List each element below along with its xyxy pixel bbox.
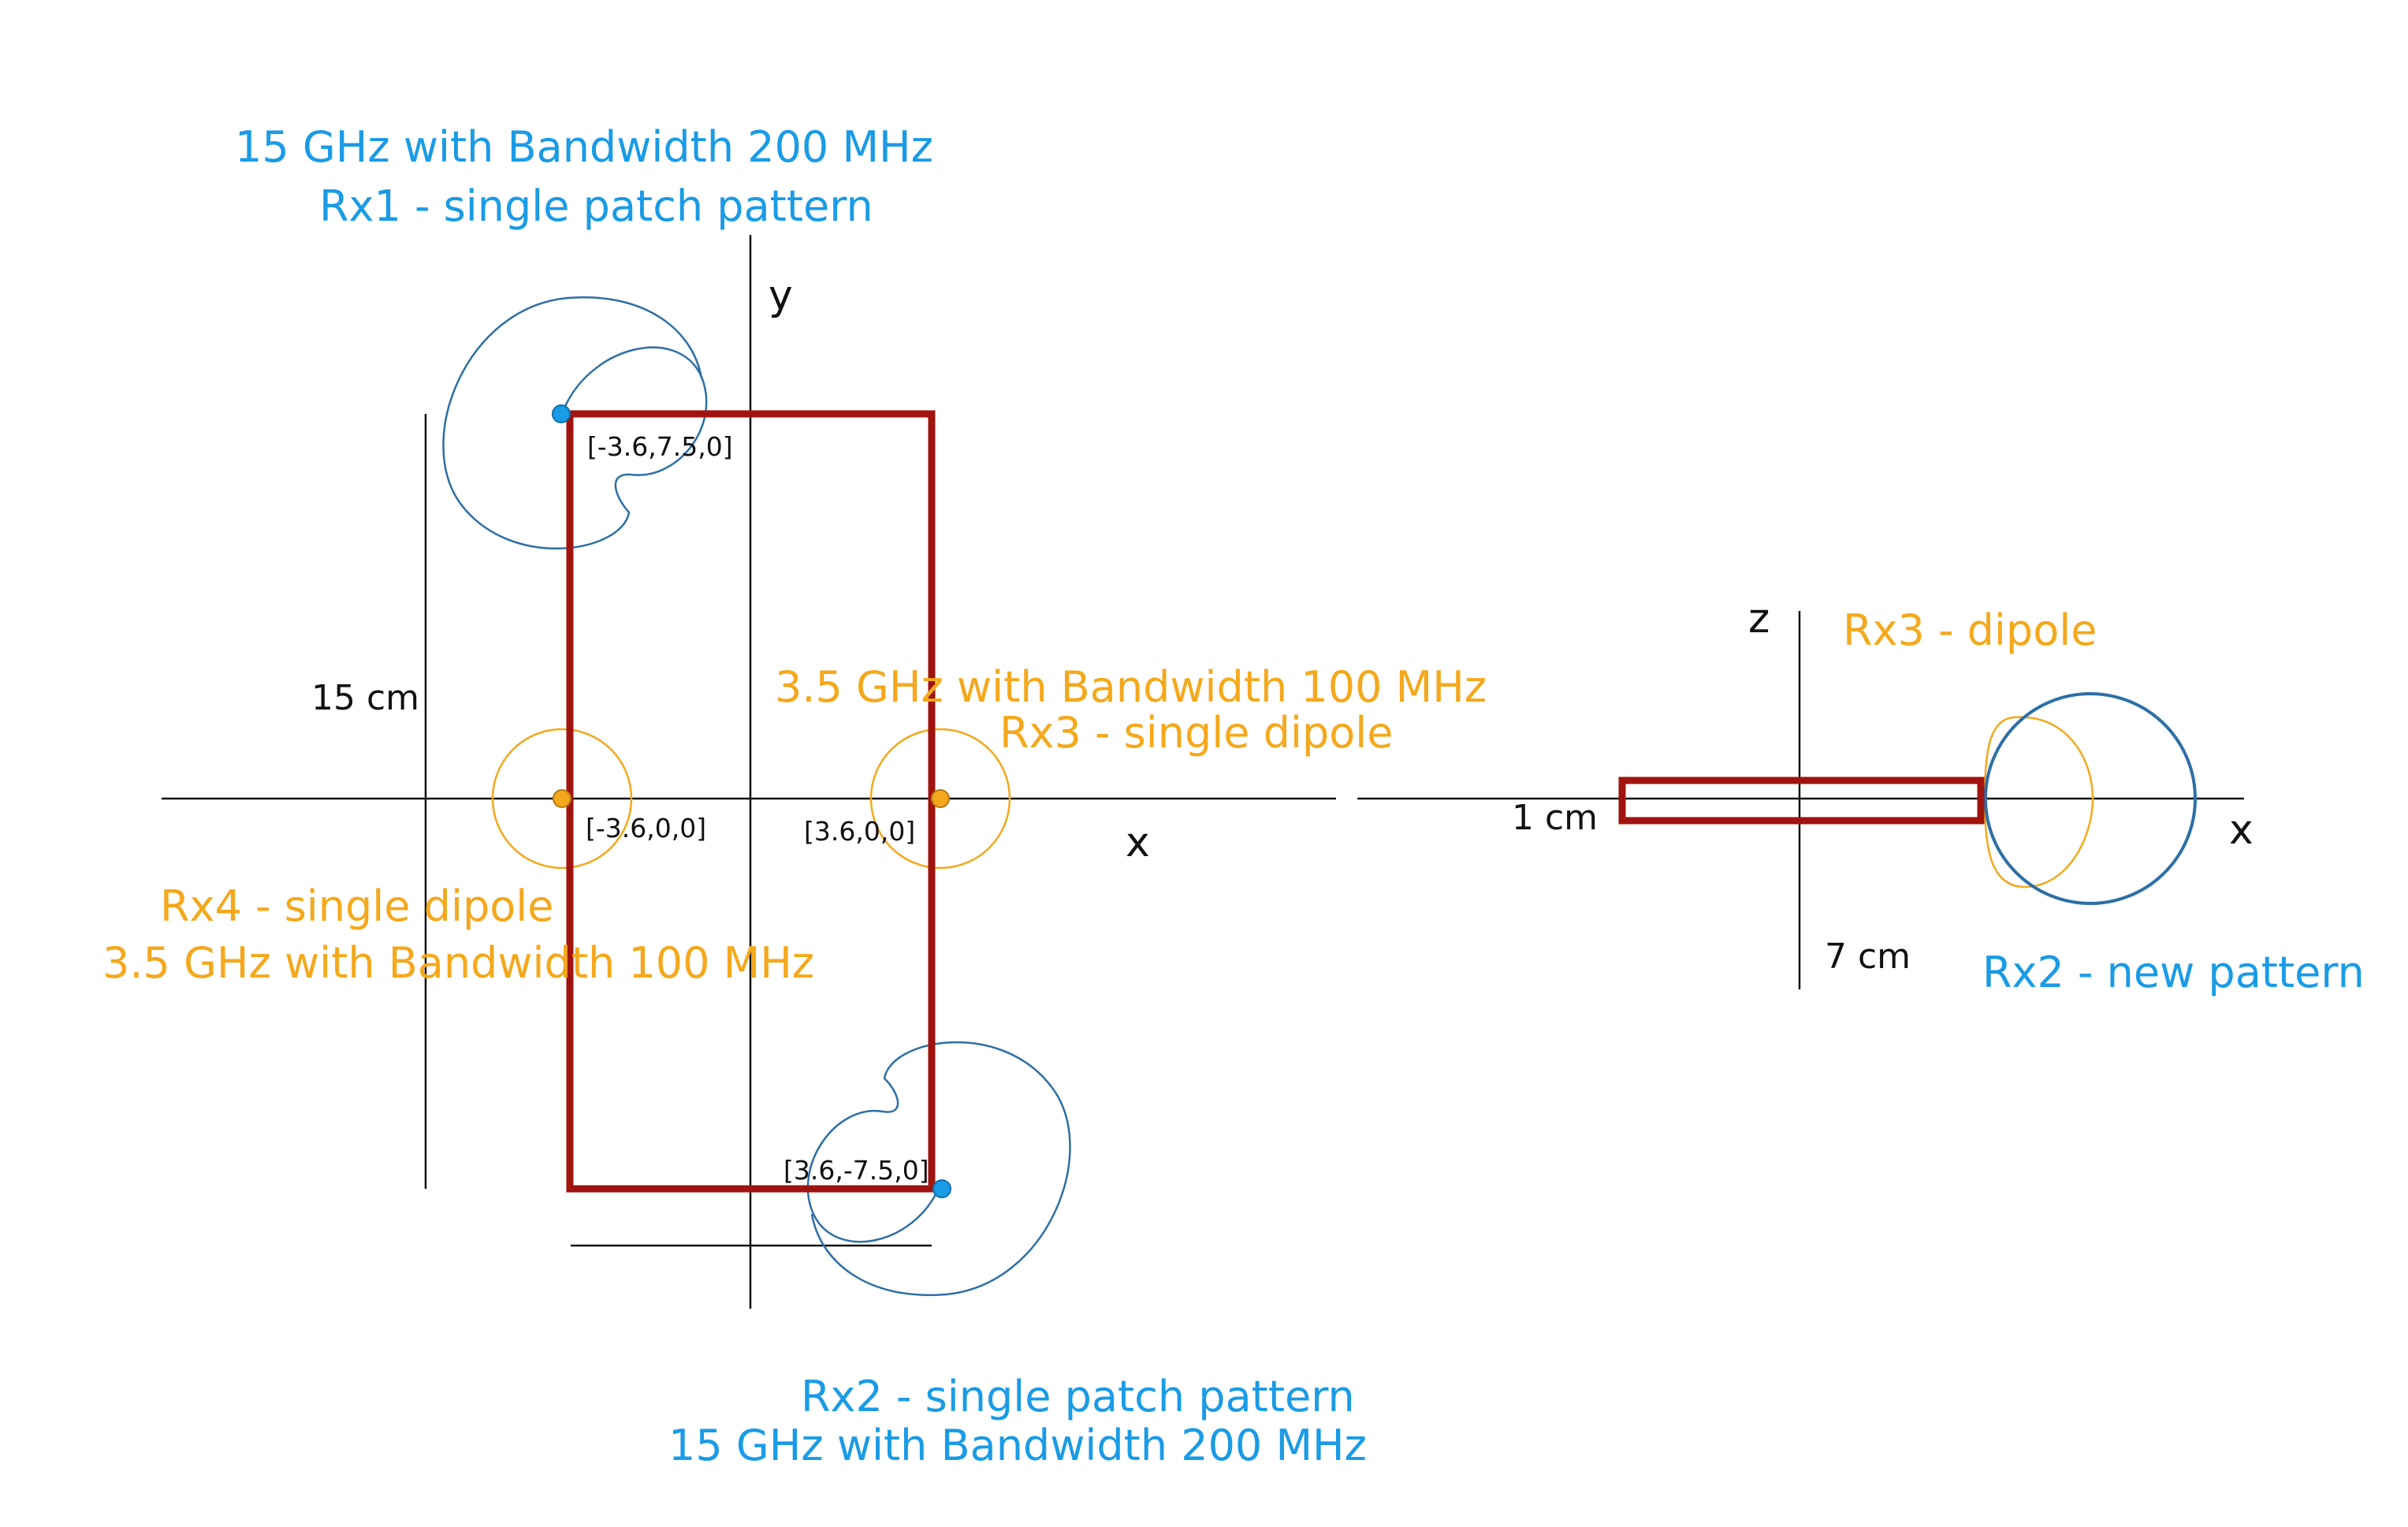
rx3-coord-label: [3.6,0,0]	[804, 816, 915, 847]
rx1-patch-pattern	[442, 296, 708, 549]
rx1-frequency-label: 15 GHz with Bandwidth 200 MHz	[235, 122, 933, 172]
side-z-axis-label: z	[1748, 595, 1770, 642]
rx1-coord-label: [-3.6,7.5,0]	[587, 431, 733, 462]
board-outline-side	[1618, 777, 1985, 825]
side-view: z x 1 cm 7 cm Rx3 - dipole Rx2 - new pat…	[1357, 595, 2365, 997]
rx2-side-new-pattern	[1984, 692, 2197, 905]
rx4-frequency-label: 3.5 GHz with Bandwidth 100 MHz	[102, 938, 814, 988]
rx2-dot	[932, 1179, 951, 1198]
x-axis-label: x	[1126, 819, 1150, 866]
rx3-dot	[931, 789, 950, 808]
rx3-name-label: Rx3 - single dipole	[999, 708, 1394, 758]
thickness-dimension-label: 1 cm	[1512, 798, 1598, 838]
width-dimension-label: 7 cm	[1825, 937, 1911, 977]
y-axis-label: y	[769, 272, 793, 319]
rx4-coord-label: [-3.6,0,0]	[586, 813, 706, 844]
rx4-dipole-pattern	[491, 728, 633, 870]
rx2-frequency-label: 15 GHz with Bandwidth 200 MHz	[668, 1421, 1367, 1470]
top-view: y x 15 cm [-3.6,7.5,0] [-3.6,0,0] [3.6,0…	[102, 122, 1487, 1470]
rx4-dot	[553, 789, 571, 808]
rx2-patch-pattern	[806, 1041, 1071, 1297]
rx3-side-dipole-pattern	[1983, 716, 2094, 888]
side-rx2-label: Rx2 - new pattern	[1982, 948, 2365, 997]
side-rx3-label: Rx3 - dipole	[1843, 605, 2097, 655]
rx3-frequency-label: 3.5 GHz with Bandwidth 100 MHz	[775, 662, 1487, 712]
rx1-name-label: Rx1 - single patch pattern	[319, 181, 873, 231]
rx3-dipole-pattern	[869, 728, 1011, 870]
height-dimension-label: 15 cm	[311, 678, 419, 718]
rx1-dot	[552, 404, 571, 423]
rx2-name-label: Rx2 - single patch pattern	[801, 1372, 1355, 1421]
rx4-name-label: Rx4 - single dipole	[160, 881, 554, 931]
rx2-coord-label: [3.6,-7.5,0]	[783, 1155, 929, 1186]
side-x-axis-label: x	[2229, 806, 2254, 854]
